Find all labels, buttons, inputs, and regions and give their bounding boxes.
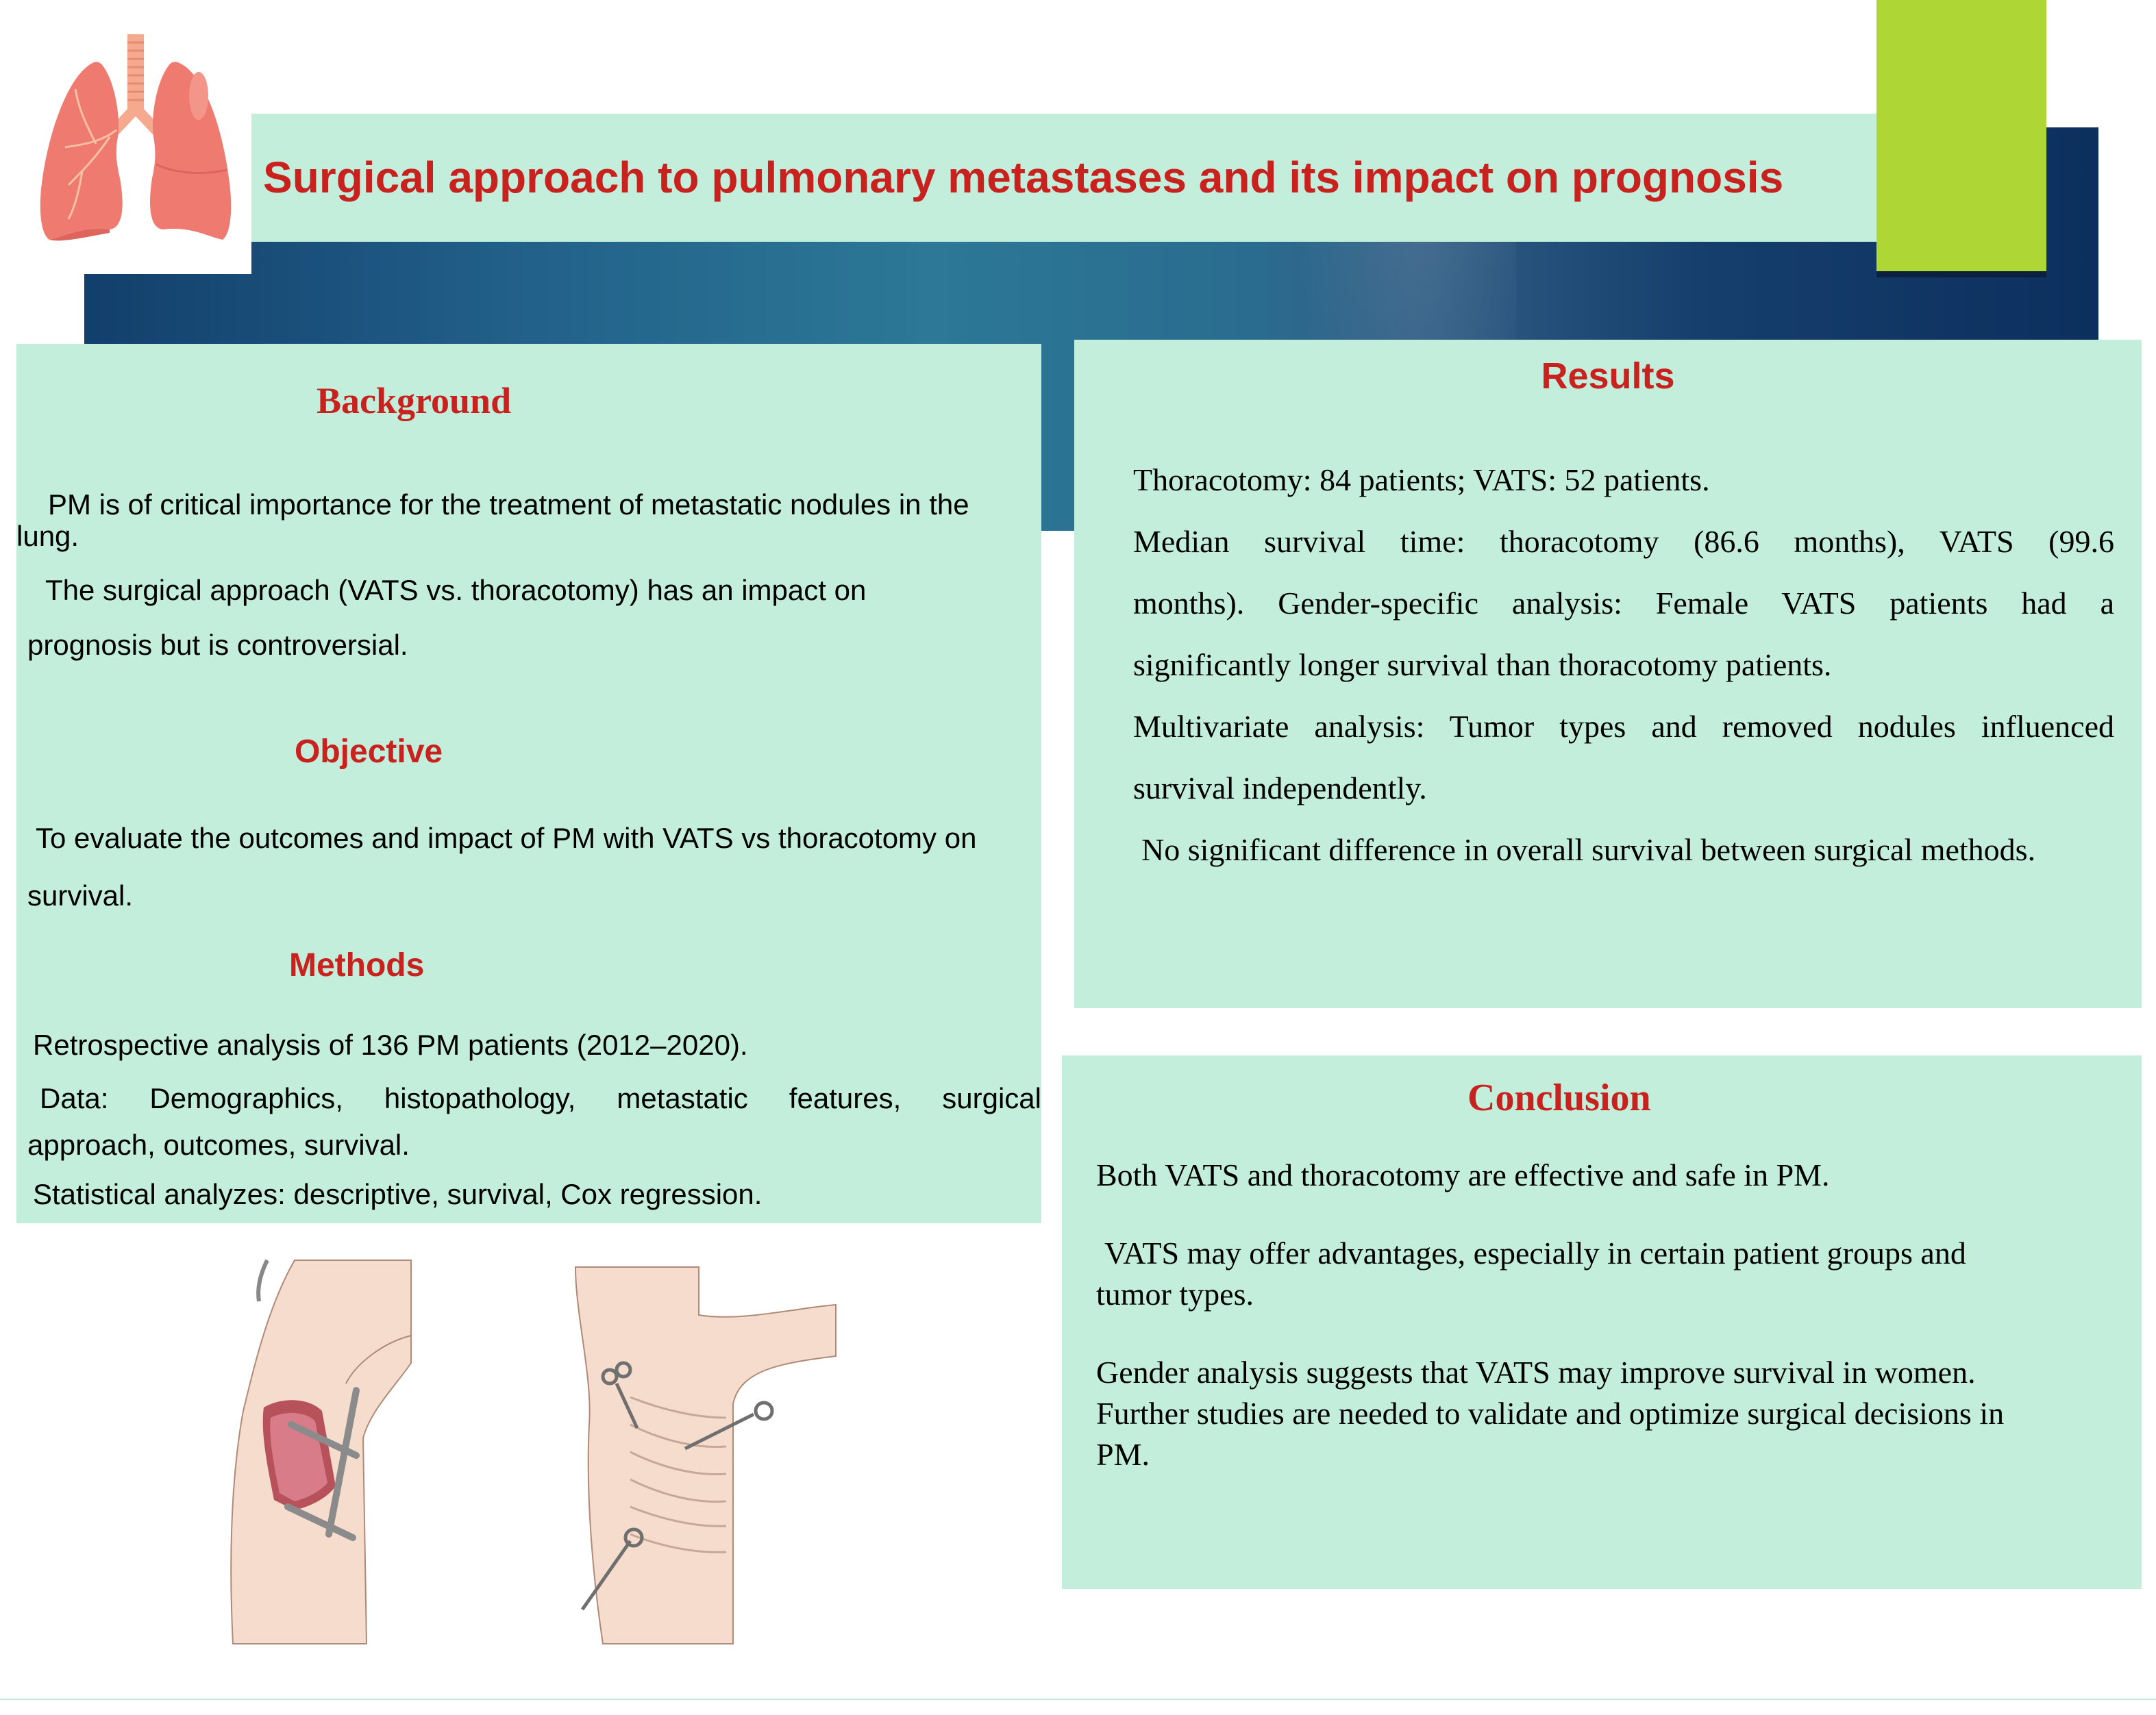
thoracotomy-vs-vats-illustration-icon [230, 1259, 837, 1644]
results-line-4: significantly longer survival than thora… [1133, 647, 1832, 682]
lime-accent-block [1876, 0, 2046, 271]
results-line-7: No significant difference in overall sur… [1141, 832, 2036, 867]
conclusion-line-5: Further studies are needed to validate a… [1096, 1396, 2005, 1431]
conclusion-line-2: VATS may offer advantages, especially in… [1104, 1236, 1966, 1270]
results-line-2: Median survival time: thoracotomy (86.6 … [1133, 524, 2114, 559]
results-heading: Results [1541, 355, 1675, 397]
poster-title: Surgical approach to pulmonary metastase… [263, 153, 1784, 202]
methods-heading: Methods [289, 947, 425, 984]
conclusion-heading: Conclusion [1467, 1077, 1651, 1119]
methods-item-3: approach, outcomes, survival. [27, 1129, 410, 1161]
lungs-icon [40, 34, 232, 241]
title-banner: Surgical approach to pulmonary metastase… [251, 114, 1883, 242]
objective-heading: Objective [295, 734, 443, 770]
objective-line-1: To evaluate the outcomes and impact of P… [36, 822, 977, 854]
methods-item-2: Data: Demographics, histopathology, meta… [40, 1082, 1041, 1114]
methods-item-4: Statistical analyzes: descriptive, survi… [33, 1178, 763, 1210]
results-line-6: survival independently. [1133, 771, 1427, 805]
surgical-approach-illustration [192, 1247, 850, 1657]
bottom-divider [0, 1699, 2156, 1700]
results-line-1: Thoracotomy: 84 patients; VATS: 52 patie… [1133, 462, 1710, 497]
vats-figure [574, 1266, 837, 1644]
methods-item-1: Retrospective analysis of 136 PM patient… [33, 1029, 748, 1061]
results-line-5: Multivariate analysis: Tumor types and r… [1133, 709, 2114, 744]
left-panel: Background PM is of critical importance … [16, 344, 1041, 1223]
conclusion-line-1: Both VATS and thoracotomy are effective … [1096, 1157, 1830, 1192]
results-panel: Results Thoracotomy: 84 patients; VATS: … [1074, 340, 2142, 1008]
background-paragraph-2: The surgical approach (VATS vs. thoracot… [45, 574, 867, 606]
conclusion-line-3: tumor types. [1096, 1277, 1254, 1312]
results-line-3: months). Gender-specific analysis: Femal… [1133, 586, 2114, 621]
lungs-illustration [0, 0, 251, 274]
lime-accent-shadow [1876, 271, 2046, 277]
conclusion-panel: Conclusion Both VATS and thoracotomy are… [1062, 1055, 2142, 1589]
conclusion-line-4: Gender analysis suggests that VATS may i… [1096, 1355, 1976, 1390]
background-paragraph-1: PM is of critical importance for the tre… [16, 488, 969, 552]
background-heading: Background [317, 380, 512, 421]
thoracotomy-figure [230, 1259, 412, 1644]
background-paragraph-3: prognosis but is controversial. [27, 629, 408, 661]
conclusion-line-6: PM. [1096, 1437, 1150, 1472]
objective-line-2: survival. [27, 879, 134, 912]
